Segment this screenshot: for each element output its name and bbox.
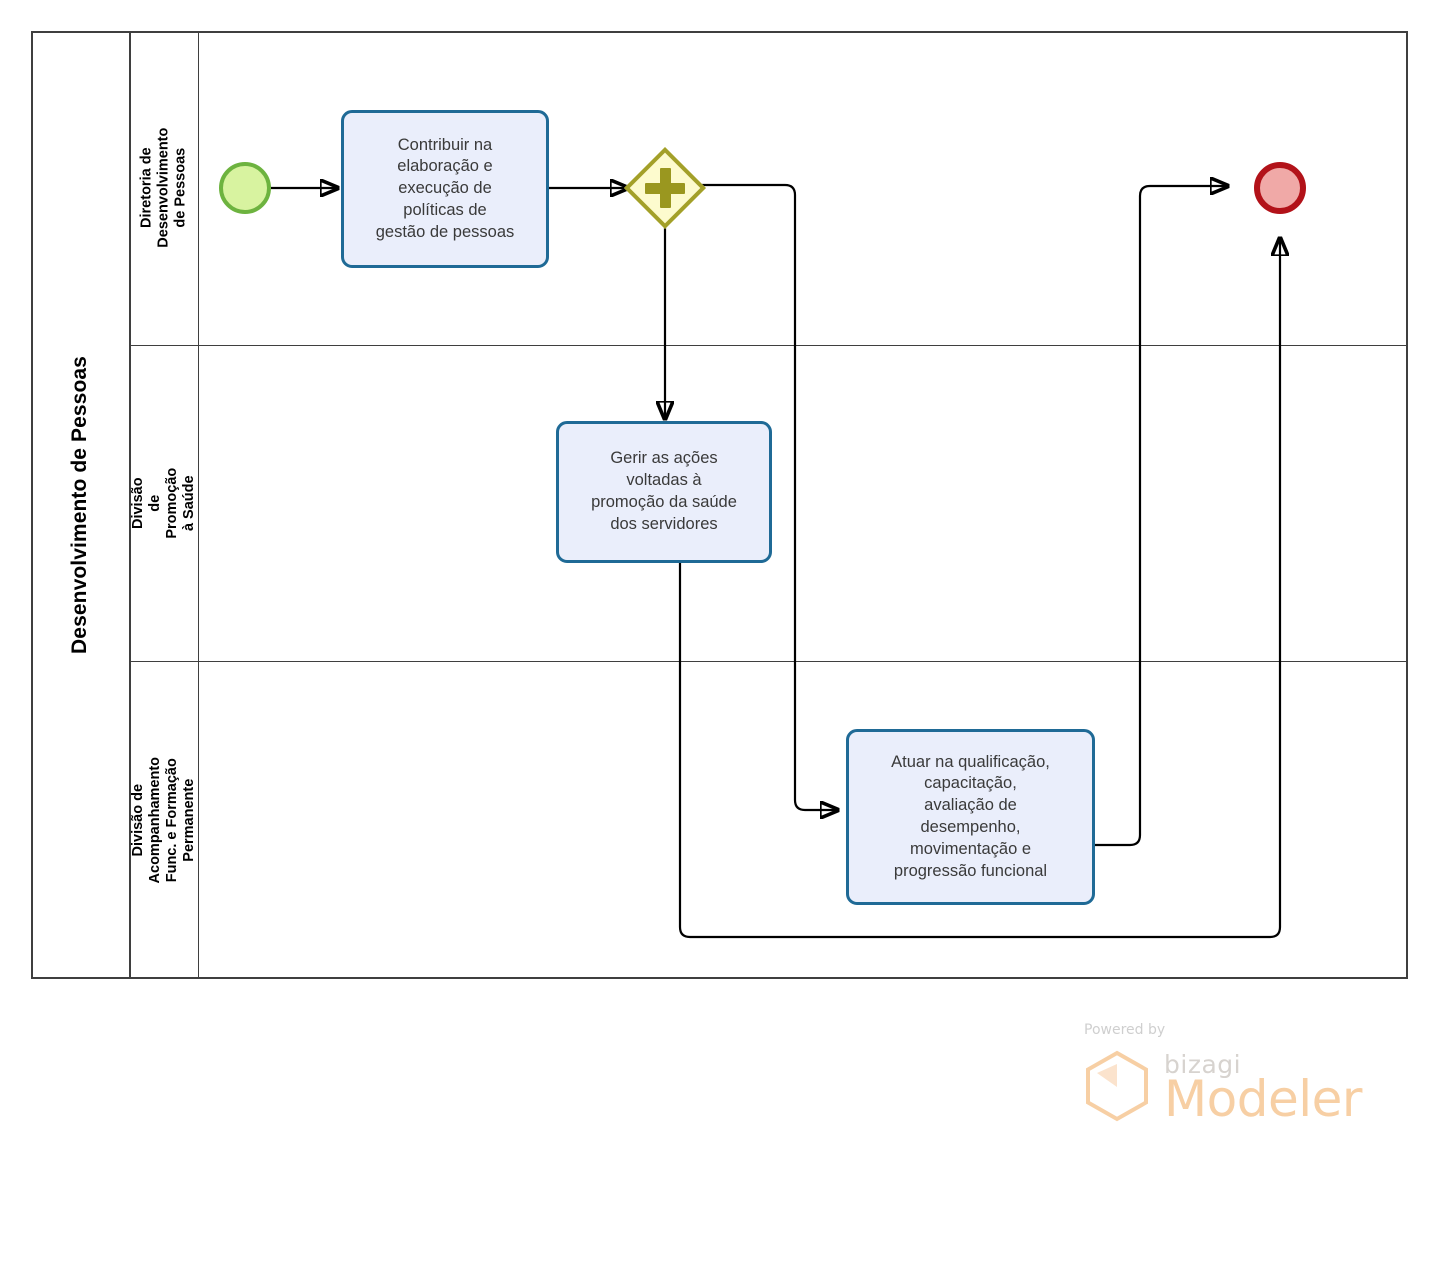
task-label-saude: Gerir as ações voltadas à promoção da sa… bbox=[591, 449, 737, 533]
watermark-powered-by: Powered by bbox=[1084, 1022, 1166, 1038]
lane-label-acompanhamento: Divisão de Acompanhamento Func. e Formaç… bbox=[131, 756, 198, 884]
bizagi-hexagon-logo-icon bbox=[1086, 1050, 1148, 1122]
start-event[interactable] bbox=[219, 162, 271, 214]
task-atuar-qualificacao[interactable]: Atuar na qualificação, capacitação, aval… bbox=[846, 729, 1095, 905]
task-label-qualificacao: Atuar na qualificação, capacitação, aval… bbox=[891, 752, 1050, 880]
lane-label-diretoria: Diretoria de Desenvolvimento de Pessoas bbox=[138, 127, 190, 249]
watermark-product: Modeler bbox=[1164, 1070, 1362, 1128]
lane-divider-2 bbox=[131, 661, 1408, 662]
pool-header: Desenvolvimento de Pessoas bbox=[31, 31, 131, 979]
task-contribuir-politicas[interactable]: Contribuir na elaboração e execução de p… bbox=[341, 110, 549, 268]
pool-title: Desenvolvimento de Pessoas bbox=[68, 356, 91, 654]
lane-header-divisao-de-acompanhamento: Divisão de Acompanhamento Func. e Formaç… bbox=[131, 661, 199, 979]
watermark-brand: bizagi bbox=[1164, 1050, 1242, 1079]
lane-header-diretoria-de-desenvolvimento-de-pessoas: Diretoria de Desenvolvimento de Pessoas bbox=[131, 31, 199, 345]
lane-header-divisao-de-promocao-a-saude: Divisão de Promoção à Saúde bbox=[131, 345, 199, 661]
lane-divider-1 bbox=[131, 345, 1408, 346]
task-gerir-acoes-saude[interactable]: Gerir as ações voltadas à promoção da sa… bbox=[556, 421, 772, 563]
task-label-politicas: Contribuir na elaboração e execução de p… bbox=[375, 135, 515, 241]
lane-label-promocao-saude: Divisão de Promoção à Saúde bbox=[131, 467, 198, 539]
end-event[interactable] bbox=[1254, 162, 1306, 214]
bizagi-watermark: Powered by bizagi Modeler bbox=[1078, 1022, 1362, 1128]
